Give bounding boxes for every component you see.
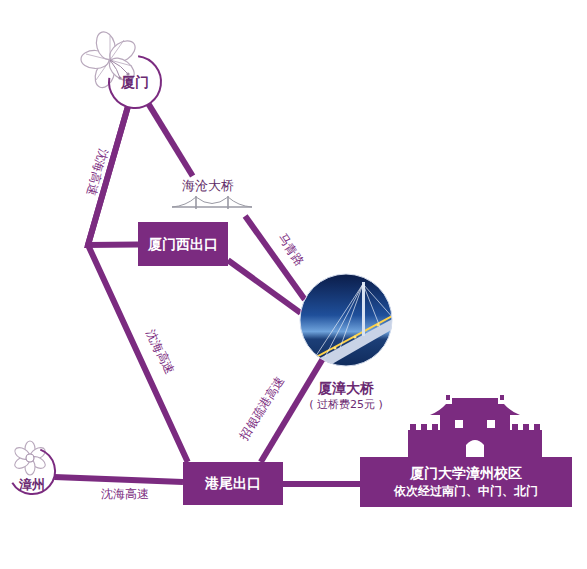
bridge-photo	[354, 336, 357, 339]
bridge-photo	[294, 272, 398, 386]
gate-building	[523, 424, 529, 431]
bridge-icon	[172, 196, 252, 209]
bridge-photo	[310, 284, 394, 365]
node-note: ( 过桥费25元 )	[309, 398, 383, 413]
road-line	[54, 477, 183, 482]
circle-arc	[12, 450, 55, 494]
bridge-photo-node: 厦漳大桥( 过桥费25元 )	[298, 273, 394, 421]
gate-building	[466, 440, 484, 458]
bridge-photo	[294, 313, 398, 369]
gate-building	[410, 424, 416, 431]
road-line	[228, 260, 301, 313]
gate-building	[534, 424, 540, 431]
gate-building	[446, 395, 450, 400]
road-name: 沈海高速	[101, 487, 149, 501]
node-title: 厦门大学漳州校区	[410, 464, 522, 483]
node-title: 港尾出口	[205, 474, 261, 493]
flower-illustration	[13, 441, 47, 475]
bridge-photo	[377, 324, 380, 327]
city-circle: 漳州	[8, 447, 56, 495]
bridge-node: 海沧大桥	[168, 176, 248, 216]
node-title: 海沧大桥	[182, 177, 234, 195]
gate-building	[452, 398, 498, 405]
gate-building	[487, 420, 495, 428]
bridge-icon	[172, 197, 252, 207]
node-title: 漳州	[19, 476, 45, 494]
bridge-photo	[314, 358, 317, 361]
circle-arc	[109, 56, 161, 108]
node-note: 依次经过南门、中门、北门	[394, 483, 538, 499]
gate-building	[421, 424, 427, 431]
gate-building	[430, 404, 520, 415]
destination-box: 厦门大学漳州校区依次经过南门、中门、北门	[360, 457, 572, 507]
gate-building	[440, 412, 510, 458]
gate-building	[408, 395, 542, 458]
exit-box: 厦门西出口	[138, 222, 228, 266]
gate-building	[500, 395, 504, 400]
bridge-photo	[334, 347, 337, 350]
gate-building	[455, 420, 463, 428]
city-circle: 厦门	[108, 55, 162, 109]
photo-rim	[300, 274, 392, 366]
road-line	[149, 104, 193, 176]
flower-illustration	[86, 36, 132, 80]
exit-box: 港尾出口	[183, 462, 283, 505]
bridge-icon	[196, 196, 228, 209]
gate-building	[512, 424, 518, 431]
node-title: 厦门西出口	[148, 235, 218, 254]
road-line	[283, 481, 360, 487]
bridge-icon	[172, 206, 252, 208]
node-title: 厦门	[121, 73, 149, 92]
node-title: 厦漳大桥	[318, 379, 374, 398]
gate-building	[432, 424, 438, 431]
flower-illustration	[26, 454, 34, 462]
bridge-photo	[362, 282, 365, 336]
